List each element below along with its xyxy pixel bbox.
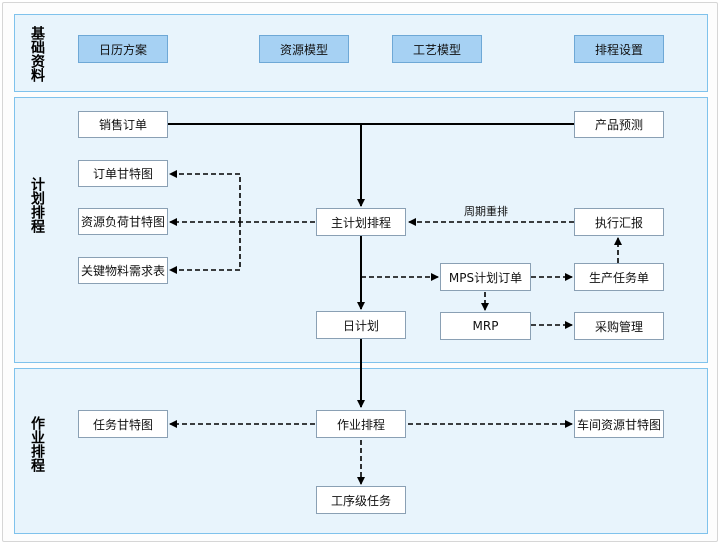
node-work-schedule[interactable]: 作业排程 (316, 410, 406, 438)
edge-label-reschedule: 周期重排 (464, 204, 508, 218)
panel-title-plan-scheduling: 计划排程 (29, 177, 45, 233)
node-process-model[interactable]: 工艺模型 (392, 35, 482, 63)
panel-title-work-scheduling: 作业排程 (29, 416, 45, 472)
node-mrp[interactable]: MRP (440, 312, 531, 340)
node-resource-model[interactable]: 资源模型 (259, 35, 349, 63)
node-production-task[interactable]: 生产任务单 (574, 263, 664, 291)
node-schedule-settings[interactable]: 排程设置 (574, 35, 664, 63)
node-exec-report[interactable]: 执行汇报 (574, 208, 664, 236)
node-sales-order[interactable]: 销售订单 (78, 111, 168, 138)
node-purchase-mgmt[interactable]: 采购管理 (574, 312, 664, 340)
node-master-plan[interactable]: 主计划排程 (316, 208, 406, 236)
node-calendar[interactable]: 日历方案 (78, 35, 168, 63)
node-process-task[interactable]: 工序级任务 (316, 486, 406, 514)
node-daily-plan[interactable]: 日计划 (316, 311, 406, 339)
panel-title-base-data: 基础资料 (29, 26, 45, 82)
edge-to-key-material (169, 222, 241, 274)
node-resource-load-gantt[interactable]: 资源负荷甘特图 (78, 208, 168, 235)
edge-to-order-gantt (169, 170, 241, 222)
node-product-forecast[interactable]: 产品预测 (574, 111, 664, 138)
node-workshop-gantt[interactable]: 车间资源甘特图 (574, 410, 664, 438)
node-order-gantt[interactable]: 订单甘特图 (78, 160, 168, 187)
node-task-gantt[interactable]: 任务甘特图 (78, 410, 168, 438)
node-key-material-table[interactable]: 关键物料需求表 (78, 257, 168, 284)
node-mps-order[interactable]: MPS计划订单 (440, 263, 531, 291)
